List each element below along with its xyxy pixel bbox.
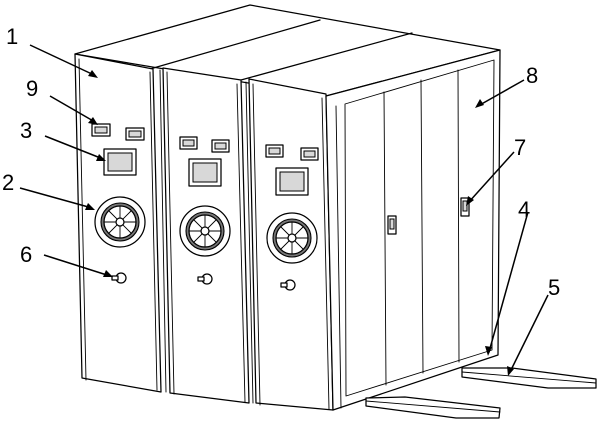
leader-7: [467, 151, 515, 204]
arrow-5: [507, 366, 514, 376]
indicator-light-inner: [214, 142, 227, 150]
rail-right: [461, 367, 597, 389]
lock-knob-stem: [197, 276, 205, 282]
lock-knob-stem: [111, 275, 119, 281]
leader-3: [44, 135, 104, 160]
handwheel-hub: [115, 217, 125, 227]
side-panel-frame: [344, 59, 495, 397]
label-8: 8: [526, 63, 538, 88]
display-screen-inner: [279, 171, 305, 192]
cabinet-3-controls: [265, 144, 319, 291]
rail-left: [365, 396, 501, 419]
groove: [78, 58, 87, 381]
groove: [252, 83, 261, 406]
lock-knob-stem: [280, 282, 288, 288]
arrow-4: [485, 346, 492, 356]
side-handle-right-inner: [462, 200, 468, 212]
arrow-8: [475, 99, 484, 108]
label-2: 2: [2, 170, 14, 195]
leader-2: [19, 187, 93, 209]
side-handle-left-inner: [389, 218, 395, 230]
label-7: 7: [514, 135, 526, 160]
display-screen-inner: [192, 162, 218, 183]
leader-1: [29, 44, 95, 76]
leader-5: [509, 294, 549, 373]
groove: [159, 69, 167, 393]
leader-4: [488, 211, 529, 353]
indicator-light-inner: [182, 139, 195, 147]
side-panel-divider: [383, 91, 387, 386]
groove: [166, 71, 175, 395]
top-divider-1: [149, 19, 321, 70]
groove: [321, 97, 330, 410]
label-6: 6: [20, 242, 32, 267]
groove: [149, 71, 158, 391]
cabinet-2-controls: [179, 136, 231, 285]
indicator-light-inner: [128, 130, 142, 138]
top-divider-2: [240, 32, 413, 81]
label-1: 1: [6, 24, 18, 49]
side-panel-divider: [420, 79, 424, 374]
label-4: 4: [518, 197, 530, 222]
leader-9: [49, 95, 96, 123]
rail-left-line: [365, 400, 501, 413]
label-5: 5: [548, 275, 560, 300]
indicator-light-inner: [268, 147, 281, 155]
handwheel-hub: [200, 226, 210, 236]
arrow-2: [85, 203, 95, 210]
handwheel-hub: [287, 233, 297, 243]
side-panel-divider: [457, 69, 460, 363]
side-face: [325, 49, 501, 411]
indicator-light-inner: [94, 126, 108, 134]
cabinet-1-controls: [91, 123, 146, 284]
arrow-6: [103, 270, 113, 277]
side-panel-edge: [335, 105, 342, 409]
label-9: 9: [26, 76, 38, 101]
arrow-1: [88, 70, 98, 78]
arrow-7: [466, 196, 474, 206]
leader-6: [43, 254, 111, 277]
label-3: 3: [20, 118, 32, 143]
arrow-9: [88, 117, 98, 125]
groove: [245, 81, 254, 404]
display-screen-inner: [107, 152, 133, 172]
indicator-light-inner: [303, 150, 316, 158]
leader-8: [477, 79, 525, 107]
arrow-3: [96, 154, 106, 161]
rail-right-line: [461, 371, 597, 384]
groove: [236, 83, 246, 403]
